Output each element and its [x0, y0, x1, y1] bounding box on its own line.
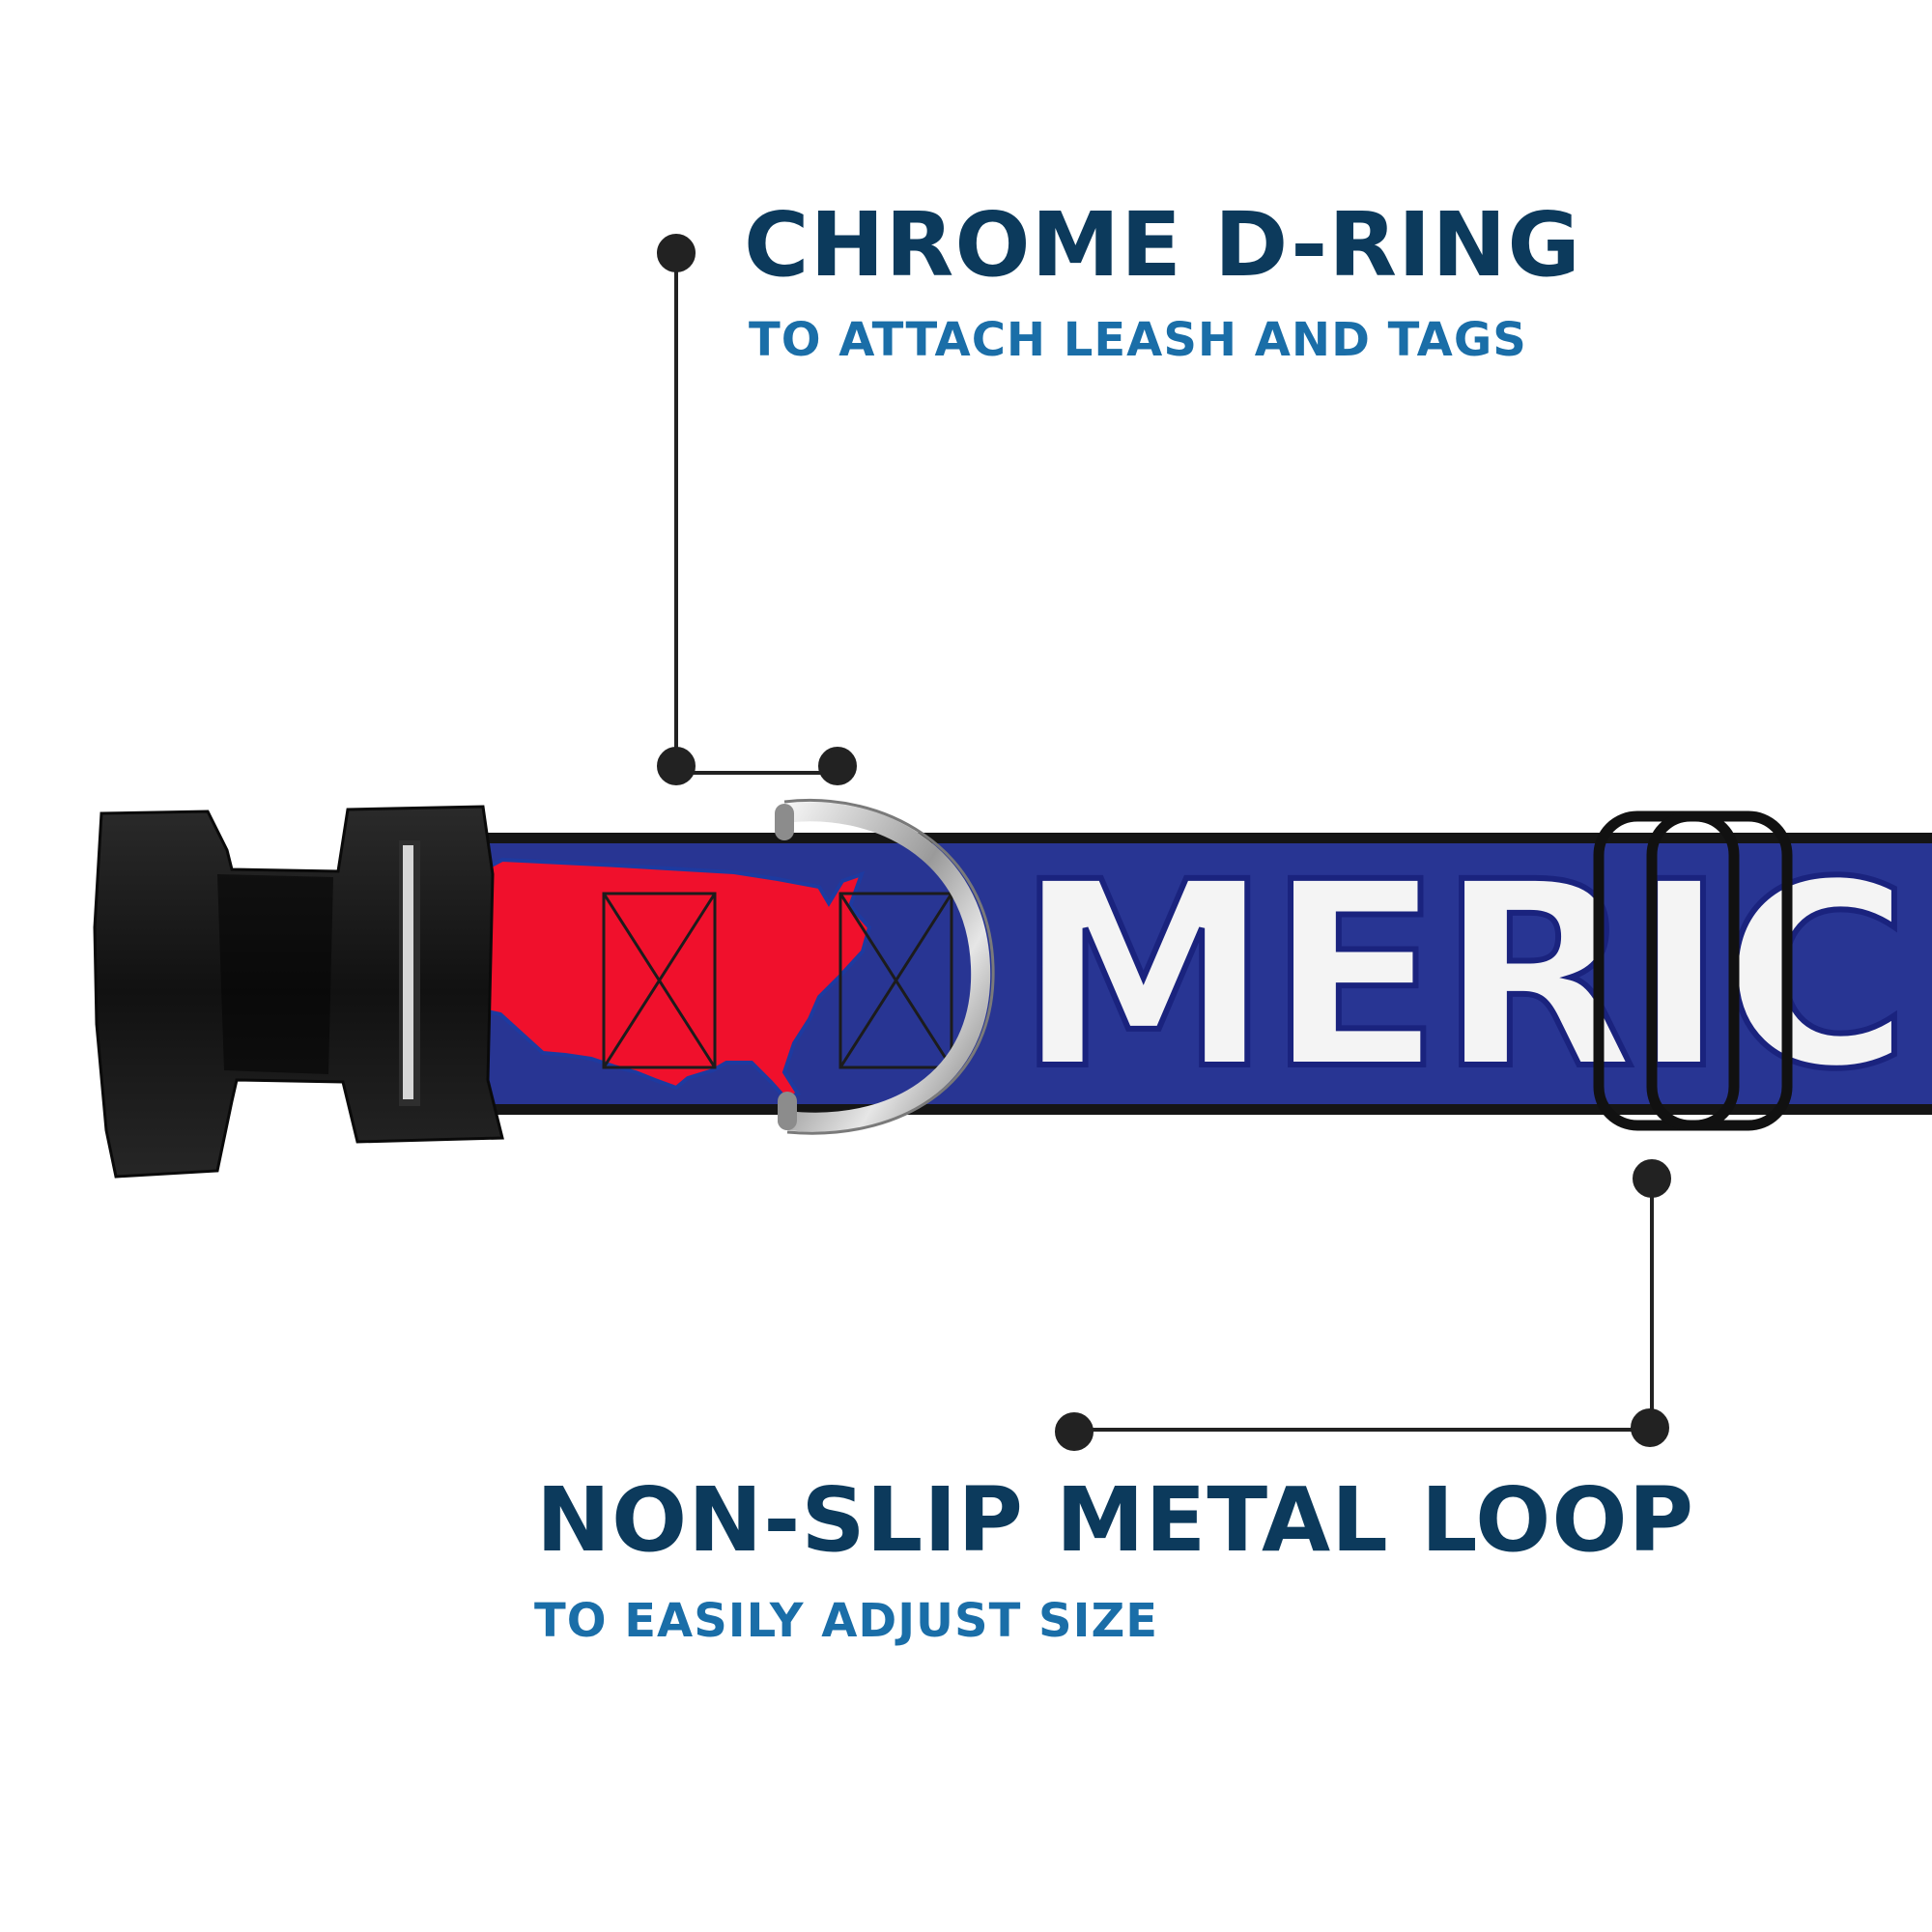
collar-print-text: MERIC — [1016, 828, 1907, 1125]
loop-leader-dot-end — [1055, 1412, 1094, 1451]
loop-callout-title: NON-SLIP METAL LOOP — [536, 1468, 1695, 1572]
loop-callout-subtitle: TO EASILY ADJUST SIZE — [534, 1594, 1159, 1648]
dring-leader-dot-corner — [657, 747, 696, 785]
dring-leader-dot-end — [818, 747, 857, 785]
dring-leader-line — [657, 234, 857, 785]
stitch-box-right — [838, 892, 953, 1069]
loop-leader-dot-corner — [1631, 1408, 1669, 1447]
stitch-box-left — [602, 892, 717, 1069]
dring-callout-title: CHROME D-RING — [744, 193, 1581, 297]
loop-leader-line — [1055, 1159, 1671, 1451]
side-release-buckle-icon — [93, 805, 504, 1179]
dring-leader-dot-top — [657, 234, 696, 272]
strap-print: MERIC — [1013, 828, 1914, 1125]
collar-strap: MERIC — [406, 828, 1932, 1125]
chrome-d-ring-icon — [775, 798, 995, 1135]
loop-leader-dot-top — [1633, 1159, 1671, 1198]
dring-callout-subtitle: TO ATTACH LEASH AND TAGS — [749, 313, 1527, 367]
slider-loop-icon — [1593, 810, 1793, 1131]
usa-map-icon — [469, 857, 872, 1102]
